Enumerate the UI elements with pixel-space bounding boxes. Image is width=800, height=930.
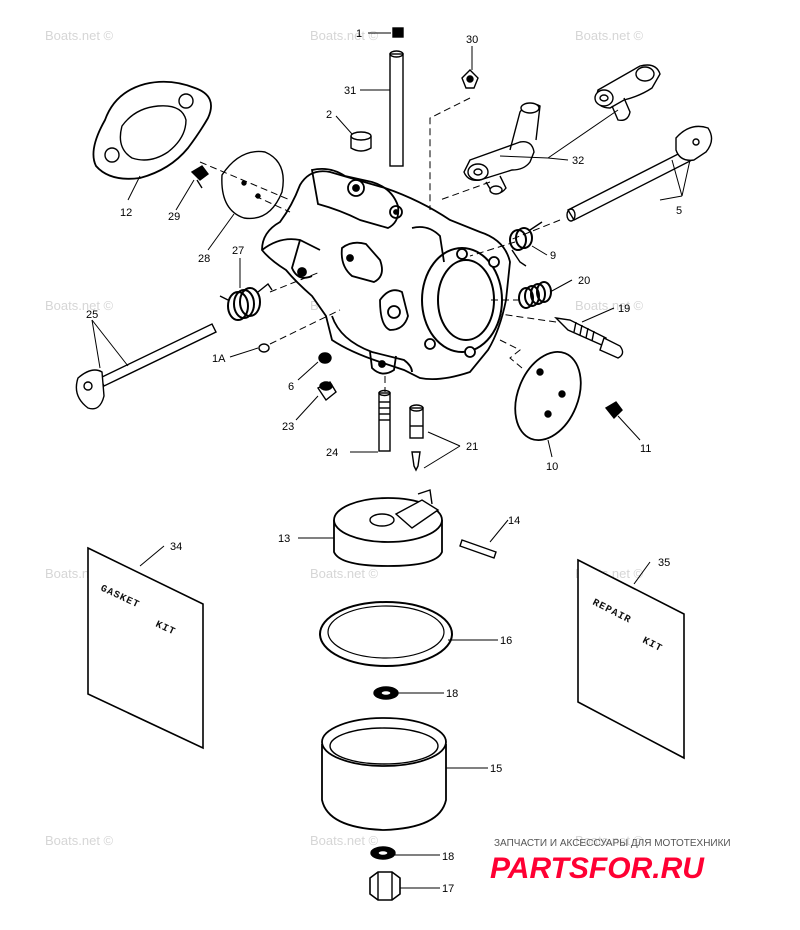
part-5-choke-shaft (566, 125, 713, 222)
callout-35: 35 (658, 557, 670, 569)
watermark: Boats.net © (45, 833, 114, 848)
watermark: Boats.net © (575, 28, 644, 43)
callout-15: 15 (490, 763, 502, 775)
part-14-float-pin (459, 539, 497, 559)
callout-12: 12 (120, 207, 132, 219)
part-34-gasket-kit: GASKET KIT (87, 546, 204, 750)
part-1-cap (392, 27, 404, 38)
callout-16: 16 (500, 635, 512, 647)
callout-31: 31 (344, 85, 356, 97)
callout-labels: 1 30 31 2 12 29 28 27 32 5 9 20 19 25 1A… (86, 28, 682, 895)
watermark: Boats.net © (310, 566, 379, 581)
callout-1: 1 (356, 28, 362, 40)
callout-29: 29 (168, 211, 180, 223)
alignment-lines (199, 97, 561, 392)
callout-18: 18 (442, 851, 454, 863)
part-13-float (333, 489, 443, 567)
carburetor-body (261, 167, 511, 381)
callout-1a: 1A (212, 353, 226, 365)
part-28-throttle-plate (221, 150, 284, 220)
watermark: Boats.net © (310, 28, 379, 43)
part-24-main-jet (378, 389, 391, 452)
callout-28: 28 (198, 253, 210, 265)
brand-tagline: ЗАПЧАСТИ И АКСЕССУАРЫ ДЛЯ МОТОТЕХНИКИ (494, 838, 731, 849)
callout-17: 17 (442, 883, 454, 895)
callout-9: 9 (550, 250, 556, 262)
callout-18: 18 (446, 688, 458, 700)
callout-23: 23 (282, 421, 294, 433)
part-27-spring (219, 282, 273, 321)
part-12-gasket (92, 80, 212, 180)
callout-13: 13 (278, 533, 290, 545)
callout-19: 19 (618, 303, 630, 315)
part-29-screw (190, 165, 209, 189)
part-16-bowl-gasket (319, 601, 453, 667)
part-20-spring (518, 281, 552, 309)
callout-21: 21 (466, 441, 478, 453)
part-2-plug (350, 131, 372, 152)
callout-11: 11 (640, 443, 651, 455)
part-10-cover-plate (514, 350, 582, 442)
part-19-mixture-screw (554, 317, 624, 359)
part-15-float-bowl (321, 717, 447, 831)
part-32-fuel-fitting (463, 64, 661, 195)
part-1a-ball (258, 343, 270, 353)
callout-32: 32 (572, 155, 584, 167)
part-21-needle-seat (409, 404, 424, 472)
callout-20: 20 (578, 275, 590, 287)
watermark: Boats.net © (45, 298, 114, 313)
watermark: Boats.net © (575, 833, 644, 848)
brand-name: PARTSFOR.RU (490, 852, 705, 885)
part-17-bowl-nut (369, 871, 401, 901)
callout-2: 2 (326, 109, 332, 121)
watermark: Boats.net © (45, 28, 114, 43)
part-31-rod (389, 50, 404, 167)
callout-34: 34 (170, 541, 182, 553)
part-25-throttle-shaft (75, 323, 217, 410)
part-6-washer (318, 352, 332, 364)
callout-6: 6 (288, 381, 294, 393)
callout-25: 25 (86, 309, 98, 321)
callout-30: 30 (466, 34, 478, 46)
part-11-screw (604, 401, 623, 420)
watermark: Boats.net © (575, 298, 644, 313)
part-30-fitting (461, 69, 479, 89)
part-18-washer (370, 846, 396, 860)
part-23-plug (316, 381, 337, 402)
part-35-repair-kit: REPAIR KIT (577, 558, 685, 760)
callout-27: 27 (232, 245, 244, 257)
callout-24: 24 (326, 447, 338, 459)
callout-10: 10 (546, 461, 558, 473)
part-18-washer (373, 686, 399, 700)
callout-5: 5 (676, 205, 682, 217)
partsfor-logo: ЗАПЧАСТИ И АКСЕССУАРЫ ДЛЯ МОТОТЕХНИКИ PA… (490, 838, 731, 885)
watermark: Boats.net © (310, 833, 379, 848)
leader-lines (91, 32, 691, 889)
callout-14: 14 (508, 515, 520, 527)
